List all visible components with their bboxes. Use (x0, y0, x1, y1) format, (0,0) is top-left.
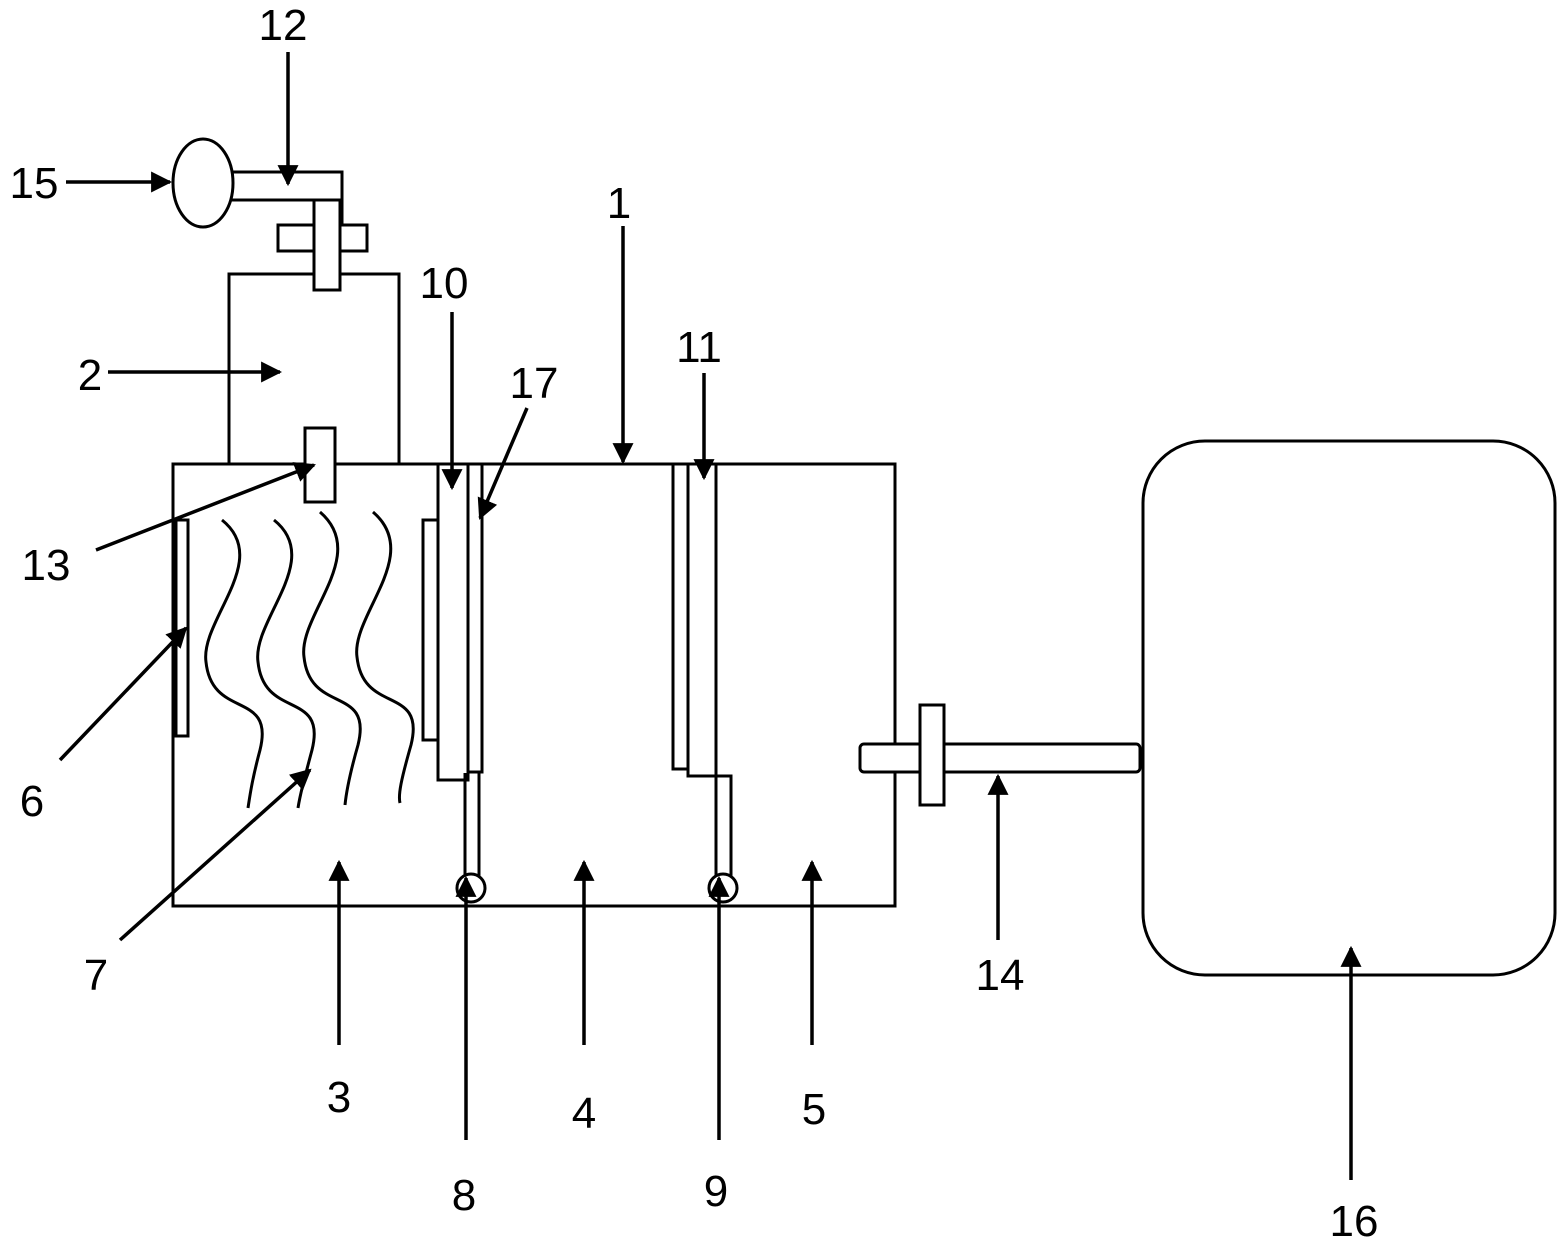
valve-9 (707, 872, 739, 904)
main-tank (171, 462, 897, 908)
label-5: 5 (802, 1085, 826, 1134)
valve-8 (455, 872, 487, 904)
connecting-pipe (858, 742, 1142, 774)
label-11: 11 (676, 323, 722, 372)
label-16: 16 (1330, 1197, 1379, 1246)
label-3: 3 (327, 1073, 351, 1122)
pipe-flange (918, 703, 946, 807)
gas-pipe (230, 170, 344, 225)
drain-tube-9 (714, 774, 733, 878)
label-10: 10 (420, 259, 469, 308)
leader-arrows (58, 52, 1362, 1180)
label-2: 2 (78, 351, 102, 400)
label-7: 7 (84, 951, 108, 1000)
label-6: 6 (20, 777, 44, 826)
number-labels: 1 2 3 4 5 6 7 8 9 10 11 12 13 14 15 16 1… (10, 1, 1379, 1246)
coil-group (204, 510, 415, 809)
label-1: 1 (607, 179, 631, 228)
partition-11 (686, 462, 718, 778)
partition-10 (436, 462, 470, 782)
label-13: 13 (22, 541, 71, 590)
external-container (1141, 439, 1557, 977)
label-12: 12 (259, 1, 308, 50)
arrow-7 (118, 768, 312, 942)
partition-10-pad (421, 518, 440, 742)
label-8: 8 (452, 1171, 476, 1220)
label-4: 4 (572, 1089, 596, 1138)
drain-tube-8 (463, 773, 481, 878)
arrow-13 (95, 462, 316, 552)
left-plate (174, 518, 190, 738)
gas-bulb (171, 137, 235, 229)
arrow-17 (477, 407, 529, 520)
label-14: 14 (976, 951, 1025, 1000)
partition-11-pad (671, 462, 690, 771)
label-9: 9 (704, 1167, 728, 1216)
membrane-17 (466, 462, 484, 774)
label-17: 17 (510, 359, 559, 408)
label-15: 15 (10, 159, 59, 208)
arrow-6 (58, 626, 188, 762)
top-stem (312, 198, 342, 292)
